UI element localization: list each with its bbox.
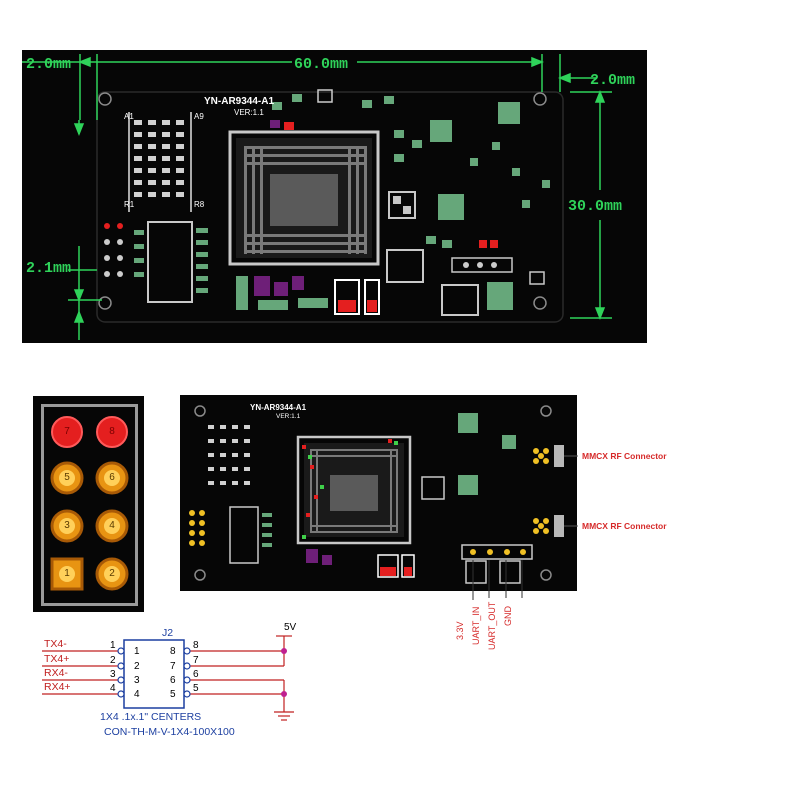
uart-pin-label: 3.3V — [455, 621, 465, 640]
pin-number: 4 — [110, 683, 116, 694]
dim-left-margin: 2.0mm — [26, 56, 72, 73]
net-label: TX4+ — [44, 653, 70, 665]
top-pcb-panel: YN-AR9344-A1 VER:1.1 A1 A9 R1 R8 2.0mm 6… — [22, 50, 647, 343]
board-title: YN-AR9344-A1 — [204, 96, 275, 107]
mounting-hole — [194, 569, 206, 581]
dim-right-margin: 2.0mm — [590, 72, 636, 89]
header-label-a1: A1 — [124, 112, 134, 121]
pin-number: 3 — [134, 675, 140, 686]
pin-label: 1 — [64, 568, 70, 579]
mounting-hole — [194, 405, 206, 417]
rf-connector-label: MMCX RF Connector — [582, 521, 667, 531]
pin-label: 3 — [64, 520, 70, 531]
pin-label: 6 — [109, 472, 115, 483]
pin-header-frame — [41, 404, 138, 606]
mounting-hole — [533, 296, 547, 310]
pin-number: 2 — [134, 661, 140, 672]
connector-part-number: CON-TH-M-V-1X4-100X100 — [104, 726, 235, 738]
header-label-r1: R1 — [124, 200, 135, 209]
net-label: RX4- — [44, 667, 68, 679]
board-version: VER:1.1 — [234, 108, 264, 117]
pin-number: 7 — [193, 655, 199, 666]
header-label-r8: R8 — [194, 200, 205, 209]
header-label-a9: A9 — [194, 112, 204, 121]
dim-bottom-margin: 2.1mm — [26, 260, 72, 277]
connector-ref: J2 — [162, 627, 174, 639]
pin-label: 4 — [109, 520, 115, 531]
pin-label: 7 — [64, 426, 70, 437]
pin-header-panel: 7 8 5 6 3 4 1 2 — [33, 396, 144, 612]
pin-number: 8 — [170, 646, 176, 657]
top-pcb-drawing — [22, 54, 612, 340]
pin-number: 6 — [193, 669, 199, 680]
pin-8 — [96, 416, 128, 448]
uart-pin-label: GND — [503, 606, 513, 626]
uart-pin-label: UART_OUT — [487, 601, 497, 650]
power-label: 5V — [284, 622, 297, 633]
net-label: RX4+ — [44, 681, 71, 693]
soc-chip — [228, 130, 380, 266]
pin-number: 3 — [110, 669, 116, 680]
board-title: YN-AR9344-A1 — [250, 403, 307, 412]
soc-chip — [296, 435, 412, 545]
bottom-pcb-panel: YN-AR9344-A1 VER:1.1 — [180, 395, 577, 591]
mounting-hole — [98, 296, 112, 310]
pin-header-drawing — [50, 416, 129, 591]
pin-number: 1 — [134, 646, 140, 657]
pin-number: 7 — [170, 661, 176, 672]
mounting-hole — [98, 92, 112, 106]
bottom-pcb-drawing — [189, 405, 564, 584]
mounting-hole — [540, 569, 552, 581]
dim-height: 30.0mm — [568, 198, 623, 215]
pin-label: 5 — [64, 472, 70, 483]
pin-number: 1 — [110, 640, 116, 651]
rf-connector-label: MMCX RF Connector — [582, 451, 667, 461]
pin-number: 5 — [193, 683, 199, 694]
pin-number: 2 — [110, 655, 116, 666]
pin-number: 6 — [170, 675, 176, 686]
dim-width: 60.0mm — [294, 56, 349, 73]
pin-number: 8 — [193, 640, 199, 651]
pin-label: 8 — [109, 426, 115, 437]
pin-number: 4 — [134, 689, 140, 700]
net-label: TX4- — [44, 638, 67, 650]
mounting-hole — [540, 405, 552, 417]
uart-pin-label: UART_IN — [471, 606, 481, 645]
connector-caption: 1X4 .1x.1" CENTERS — [100, 711, 202, 723]
pin-label: 2 — [109, 568, 115, 579]
mounting-hole — [533, 92, 547, 106]
pin-7 — [51, 416, 83, 448]
board-version: VER:1.1 — [276, 413, 301, 420]
pin-number: 5 — [170, 689, 176, 700]
